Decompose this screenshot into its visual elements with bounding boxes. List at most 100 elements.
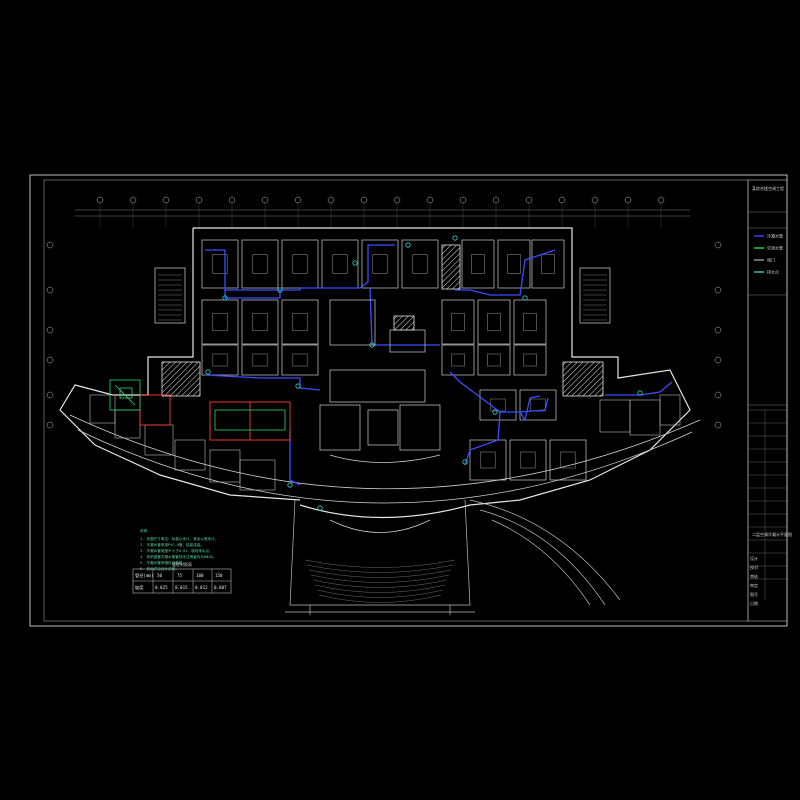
room-cell [509, 439, 547, 481]
legend-label: 冷凝水管 [767, 233, 783, 239]
room-cell [201, 344, 239, 376]
drain-points [205, 235, 643, 511]
room-cell [361, 239, 399, 289]
room-cell [114, 409, 141, 439]
room-cell [497, 239, 531, 289]
grid-axis-right [714, 241, 722, 429]
drain-point [287, 482, 293, 488]
grid-bubble [558, 196, 566, 204]
note-5: 5. 冷凝水管穿墙处设套管。 [140, 560, 186, 565]
pipe-table-cell: 150 [215, 573, 223, 578]
title-block-field: 审核 [750, 573, 758, 579]
fan-coil-unit [451, 312, 465, 332]
stair-cores [154, 267, 611, 324]
grid-bubble [426, 196, 434, 204]
fan-coil-unit [372, 254, 388, 274]
grid-bubble [591, 196, 599, 204]
grid-bubble [492, 196, 500, 204]
drain-point [492, 409, 498, 415]
grid-bubble [459, 196, 467, 204]
grid-bubble [624, 196, 632, 204]
room-cell [477, 299, 511, 345]
fan-coil-unit [487, 353, 501, 367]
curved-facade [69, 414, 701, 533]
title-block-drawing-name: 二层空调冷凝水平面图 [752, 531, 792, 537]
entrance-plaza [285, 499, 621, 615]
notes-block: 说明 1. 本图尺寸单位：标高以米计，其余以毫米计。 2. 冷凝水管采用PVC-… [140, 528, 218, 571]
room-cell [201, 299, 239, 345]
fan-coil-unit [332, 254, 348, 274]
room-cell [441, 299, 475, 345]
room-cell [281, 239, 319, 289]
pipe-table-cell: 0.007 [214, 585, 227, 590]
legend-label: 空调水管 [767, 245, 783, 251]
fan-coil-unit [560, 451, 576, 469]
grid-bubble [46, 421, 54, 429]
pipe-table-cell: 0.025 [155, 585, 168, 590]
note-4: 4. 风机盘管冷凝水管管径未注明者均为DN20。 [140, 554, 216, 559]
grid-bubble [714, 356, 722, 364]
hatched-shafts [161, 244, 604, 397]
fan-coil-unit [523, 353, 537, 367]
room-cell [281, 299, 319, 345]
fan-coil-unit [471, 254, 485, 274]
fan-coil-unit [541, 254, 555, 274]
note-6: 6. 其余详见设计说明。 [140, 566, 179, 571]
room-cell [241, 299, 279, 345]
title-block-field: 图号 [750, 591, 758, 597]
grid-bubble [525, 196, 533, 204]
grid-bubble [327, 196, 335, 204]
fan-coil-unit [212, 254, 228, 274]
pipe-table-cell: 100 [196, 573, 204, 578]
room-cell [513, 344, 547, 376]
title-block-field: 校对 [750, 564, 758, 570]
pipe-table-cell: 坡度 [135, 584, 144, 591]
note-3: 3. 冷凝水管坡度不小于0.01，坡向排水点。 [140, 548, 213, 553]
title-block-field: 设计 [750, 555, 758, 561]
fan-coil-unit [451, 353, 465, 367]
room-cell [241, 239, 279, 289]
grid-bubble [46, 356, 54, 364]
pipe-table-cell: 管径(mm) [135, 572, 153, 579]
drain-point [352, 260, 358, 266]
room-cell [209, 449, 241, 483]
pipe-table-cell: 75 [177, 573, 183, 578]
title-block-project: 某综合楼空调工程 [752, 185, 784, 191]
grid-bubble [360, 196, 368, 204]
entrance-step [308, 569, 452, 578]
drain-point [205, 369, 211, 375]
grid-bubble [714, 326, 722, 334]
entrance-step [318, 594, 442, 603]
lobby-core [319, 299, 441, 463]
grid-bubble [46, 391, 54, 399]
notes-title: 说明 [140, 528, 148, 533]
room-cell [461, 239, 495, 289]
grid-bubble [129, 196, 137, 204]
pipe-table-cell: 50 [157, 573, 163, 578]
drain-point [295, 383, 301, 389]
grid-bubble [46, 241, 54, 249]
fan-coil-unit [212, 312, 228, 332]
fan-coil-unit [292, 312, 308, 332]
entrance-step [312, 579, 448, 588]
room-cell [477, 344, 511, 376]
grid-bubble [162, 196, 170, 204]
room-grid [89, 239, 681, 491]
room-cell [89, 394, 116, 424]
entrance-step [306, 564, 454, 573]
room-cell [441, 344, 475, 376]
grid-bubble [46, 286, 54, 294]
drain-point [522, 295, 528, 301]
room-cell [599, 399, 631, 433]
fan-coil-unit [520, 451, 536, 469]
room-cell [239, 459, 276, 491]
grid-bubble [657, 196, 665, 204]
room-cell [201, 239, 239, 289]
entrance-step [310, 574, 450, 583]
fan-coil-unit [292, 353, 308, 367]
room-cell [519, 389, 557, 421]
fan-coil-unit [252, 254, 268, 274]
